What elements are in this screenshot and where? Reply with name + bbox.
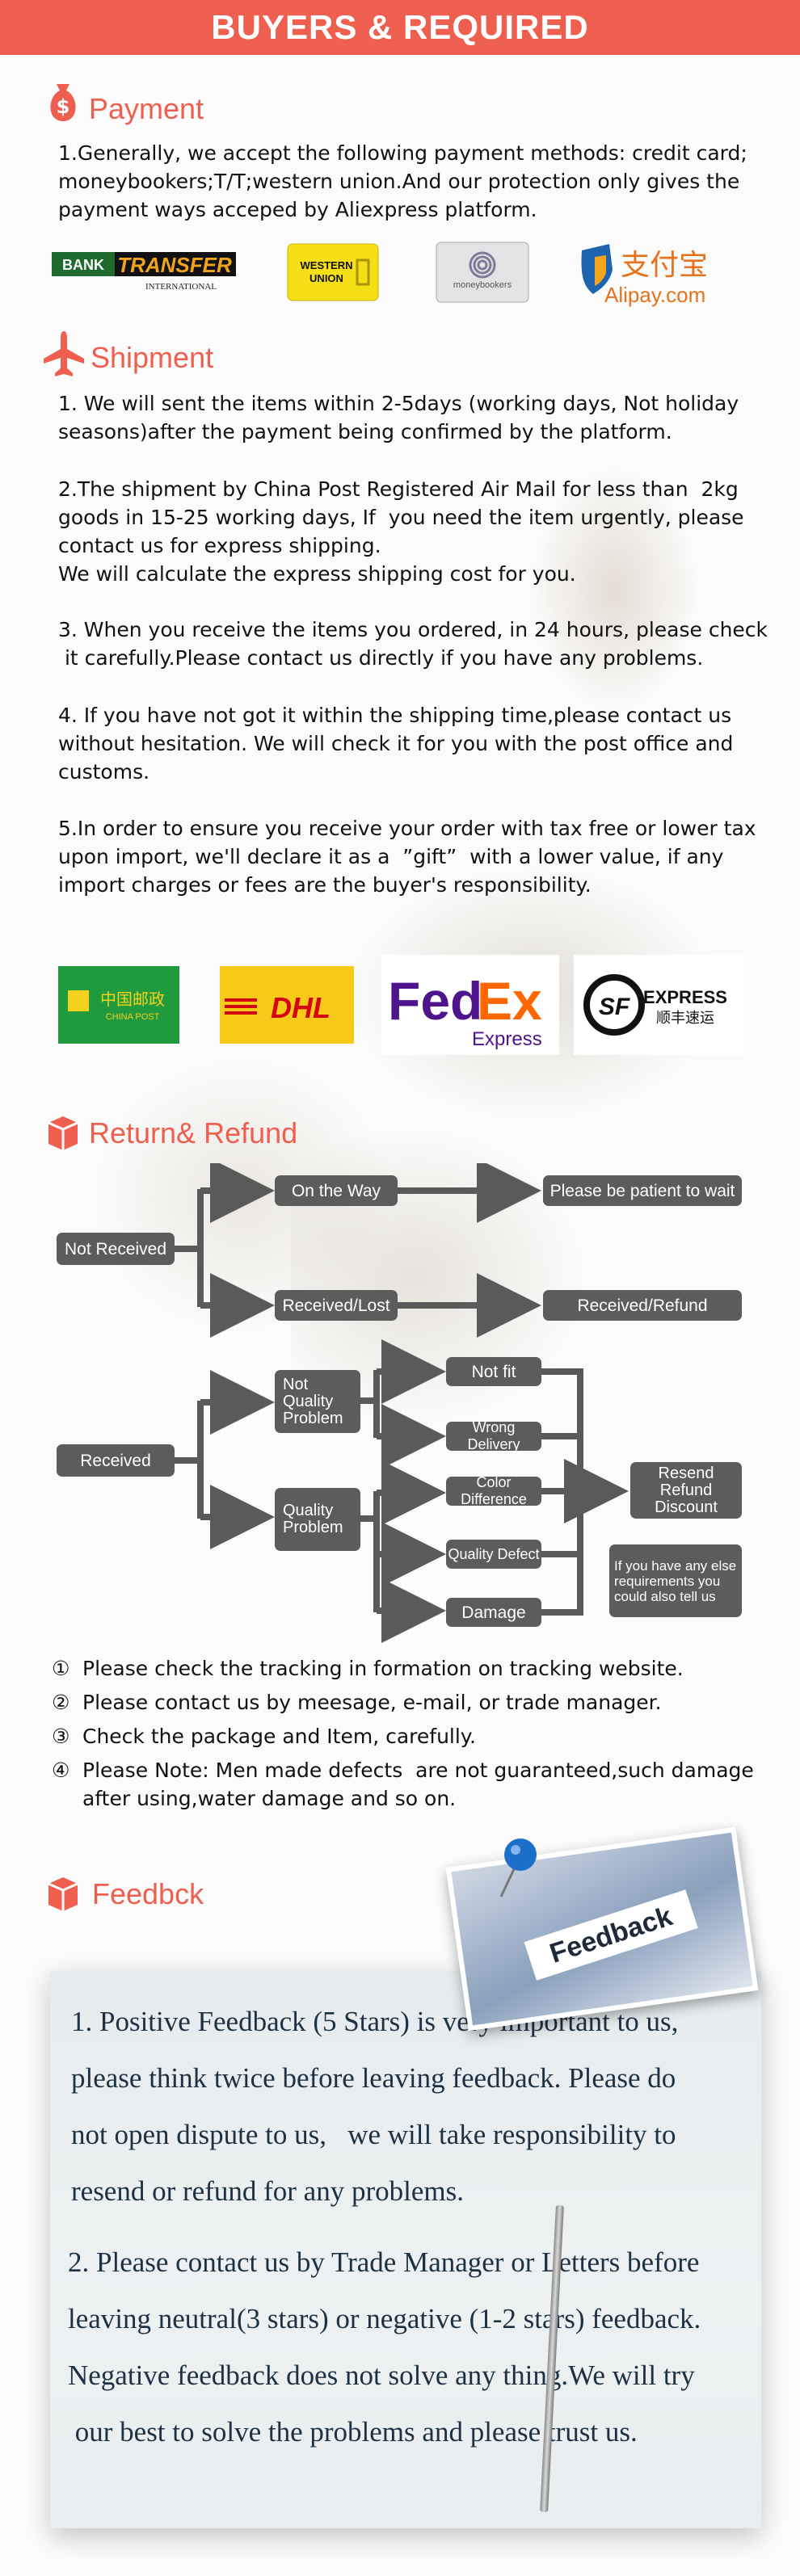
node-color-difference: Color Difference [446, 1474, 541, 1507]
sf-express-logo: SF EXPRESS 顺丰速运 [574, 955, 743, 1055]
payment-text: 1.Generally, we accept the following pay… [58, 141, 747, 221]
svg-text:CHINA POST: CHINA POST [106, 1012, 160, 1022]
node-resend-refund-discount: Resend Refund Discount [630, 1462, 742, 1519]
node-quality-problem: Quality Problem [275, 1488, 360, 1551]
node-damage: Damage [446, 1598, 541, 1627]
svg-text:Ex: Ex [477, 971, 542, 1031]
node-on-the-way: On the Way [275, 1175, 398, 1206]
svg-text:moneybookers: moneybookers [453, 280, 512, 290]
package-box-icon [45, 1115, 81, 1154]
svg-text:UNION: UNION [309, 272, 343, 284]
shipment-paragraph-5: 5.In order to ensure you receive your or… [58, 817, 756, 897]
svg-text:DHL: DHL [271, 991, 331, 1024]
svg-text:支付宝: 支付宝 [621, 249, 708, 282]
node-not-fit: Not fit [446, 1357, 541, 1386]
svg-text:顺丰速运: 顺丰速运 [656, 1010, 714, 1027]
background-photo-courier [291, 267, 800, 1559]
airplane-icon [42, 330, 84, 376]
node-wrong-delivery: Wrong Delivery [446, 1419, 541, 1452]
node-be-patient: Please be patient to wait [543, 1175, 742, 1206]
package-box-icon [45, 1876, 81, 1914]
shipment-paragraph-1: 1. We will sent the items within 2-5days… [58, 392, 739, 443]
shipment-title: Shipment [91, 341, 214, 374]
dhl-logo: DHL [220, 966, 354, 1044]
fedex-logo: Fed Ex Express [381, 955, 559, 1055]
svg-text:EXPRESS: EXPRESS [643, 987, 727, 1007]
alipay-logo: 支付宝 Alipay.com [574, 237, 735, 312]
shipment-paragraph-4: 4. If you have not got it within the shi… [58, 704, 734, 784]
node-not-received: Not Received [57, 1233, 175, 1265]
refund-flowchart-arrows [175, 1163, 629, 1643]
feedback-paragraph-1: 1. Positive Feedback (5 Stars) is very i… [71, 2006, 679, 2207]
page-title: BUYERS & REQUIRED [211, 8, 589, 46]
node-not-quality-problem: Not Quality Problem [275, 1370, 360, 1433]
feedback-paragraph-2: 2. Please contact us by Trade Manager or… [68, 2246, 701, 2448]
svg-text:SF: SF [599, 994, 630, 1020]
shipment-paragraph-2: 2.The shipment by China Post Registered … [58, 477, 744, 586]
transfer-text: TRANSFER [117, 253, 232, 277]
svg-text:Alipay.com: Alipay.com [604, 283, 705, 307]
payment-title: Payment [89, 92, 204, 125]
node-received-lost: Received/Lost [275, 1290, 398, 1321]
node-quality-defect: Quality Defect [446, 1540, 541, 1569]
pushpin-icon [485, 1832, 541, 1908]
bank-text: BANK [62, 257, 104, 273]
svg-text:WESTERN: WESTERN [301, 259, 353, 271]
svg-text:Express: Express [472, 1028, 542, 1050]
china-post-logo: 中国邮政 CHINA POST [58, 966, 179, 1044]
bank-transfer-logo: BANK TRANSFER INTERNATIONAL [52, 247, 236, 296]
feedback-card: 1. Positive Feedback (5 Stars) is very i… [50, 1971, 761, 2528]
feedback-sign: Feedback [524, 1889, 698, 1981]
international-text: INTERNATIONAL [145, 282, 217, 292]
node-other-requirements: If you have any else requirements you co… [609, 1544, 742, 1617]
refund-title: Return& Refund [89, 1116, 298, 1149]
svg-text:中国邮政: 中国邮政 [100, 990, 165, 1009]
feedback-title: Feedbck [92, 1877, 204, 1910]
svg-text:Fed: Fed [388, 971, 482, 1031]
node-received: Received [57, 1444, 175, 1477]
page-header: BUYERS & REQUIRED [0, 0, 800, 55]
money-bag-icon: $ [45, 81, 81, 121]
svg-text:$: $ [57, 95, 70, 118]
western-union-logo: WESTERN UNION [286, 242, 380, 302]
moneybookers-logo: moneybookers [435, 241, 530, 304]
node-received-refund: Received/Refund [543, 1290, 742, 1321]
shipment-paragraph-3: 3. When you receive the items you ordere… [58, 618, 768, 670]
